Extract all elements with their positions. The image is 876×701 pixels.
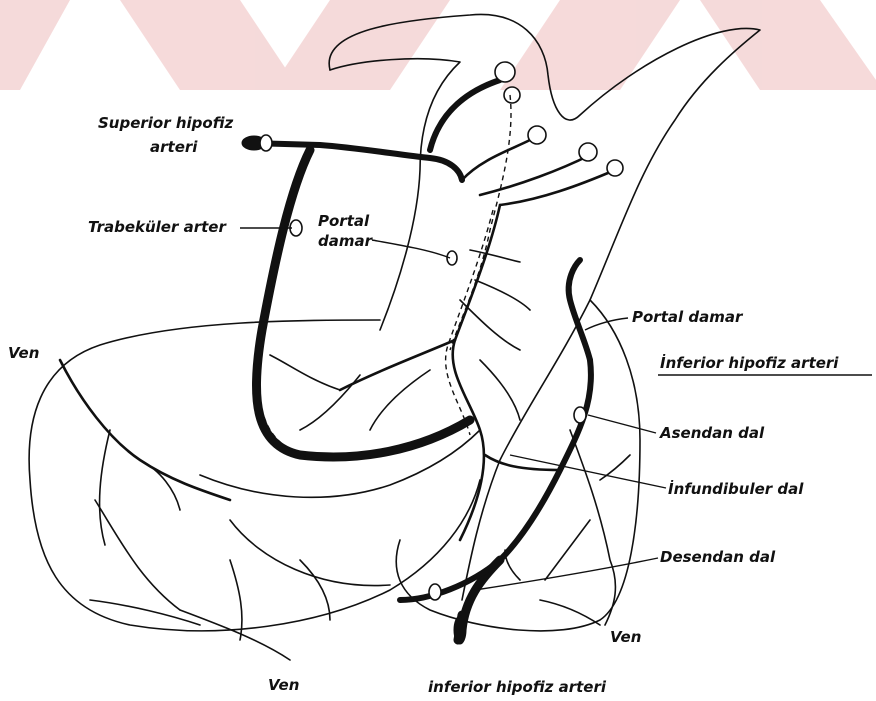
label-vein-right: Ven bbox=[610, 628, 641, 646]
trabecular-artery-loop bbox=[256, 150, 470, 457]
label-trabecular-artery: Trabeküler arter bbox=[88, 218, 227, 236]
anterior-lobe-lower-fold bbox=[230, 520, 390, 586]
upper-artery-branch-3 bbox=[480, 155, 590, 195]
label-infundibular-branch: İnfundibuler dal bbox=[668, 479, 804, 498]
label-vein-bottom: Ven bbox=[268, 676, 299, 694]
capillary-tuft-1 bbox=[495, 62, 515, 82]
superior-artery-ring bbox=[260, 135, 272, 151]
label-portal-vein-upper-line1: Portal bbox=[318, 212, 370, 230]
label-portal-vein-right: Portal damar bbox=[632, 308, 744, 326]
capillary-tuft-4 bbox=[579, 143, 597, 161]
label-inferior-artery-bottom: inferior hipofiz arteri bbox=[428, 678, 607, 696]
watermark-chevrons bbox=[0, 0, 876, 90]
upper-artery-branch bbox=[430, 80, 500, 150]
inferior-artery-ascending bbox=[500, 360, 591, 560]
inferior-artery-upper bbox=[569, 260, 590, 360]
inferior-artery-origin bbox=[454, 616, 466, 644]
upper-artery-branch-2 bbox=[462, 140, 530, 180]
capillary-tuft-3 bbox=[528, 126, 546, 144]
descending-artery-ring bbox=[429, 584, 441, 600]
label-inferior-artery-heading: İnferior hipofiz arteri bbox=[660, 353, 839, 372]
label-vein-left: Ven bbox=[8, 344, 39, 362]
portal-vein-left-branch bbox=[340, 340, 455, 390]
anterior-lobe-branches bbox=[270, 250, 530, 430]
stalk-inner-outline bbox=[330, 59, 460, 330]
label-superior-artery-line1: Superior hipofiz bbox=[98, 114, 234, 132]
label-portal-vein-upper-line2: damar bbox=[318, 232, 374, 250]
label-descending-branch: Desendan dal bbox=[660, 548, 776, 566]
label-ascending-branch: Asendan dal bbox=[659, 424, 765, 442]
upper-dashed-vessel bbox=[450, 95, 511, 350]
capillary-tuft-5 bbox=[607, 160, 623, 176]
upper-artery-branch-4 bbox=[500, 170, 615, 205]
leader-lines bbox=[240, 228, 872, 590]
label-superior-artery-line2: arteri bbox=[150, 138, 198, 156]
capillary-tuft-2 bbox=[504, 87, 520, 103]
ascending-artery-ring bbox=[574, 407, 586, 423]
portal-vein-main-inner bbox=[446, 210, 493, 435]
